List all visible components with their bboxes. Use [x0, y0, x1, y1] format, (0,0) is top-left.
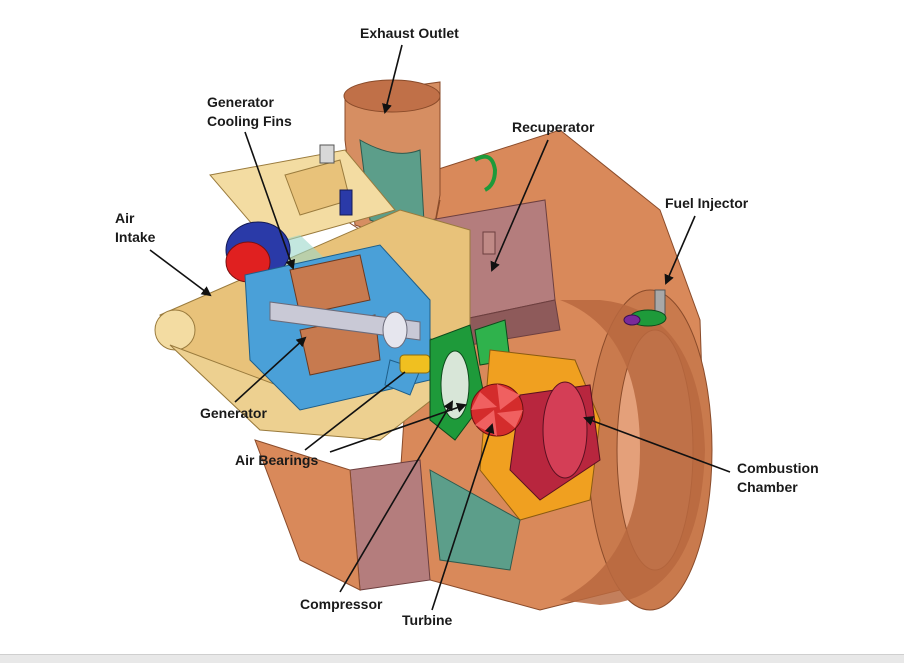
fuel-injector-part	[623, 289, 667, 327]
compressor-arrow	[339, 400, 454, 593]
combustion-chamber-label-line1: Combustion	[737, 460, 819, 476]
air-intake-arrow	[149, 249, 212, 297]
air-bearings-line-2	[329, 402, 467, 453]
exhaust-outlet-arrow	[382, 44, 403, 114]
air-intake-label-line2: Intake	[115, 229, 156, 245]
air-intake-label-line1: Air	[115, 210, 135, 226]
recuperator-label: Recuperator	[512, 119, 595, 135]
turbine-wheel	[470, 383, 524, 437]
generator-arrow	[234, 336, 307, 403]
combustion-chamber-label-line2: Chamber	[737, 479, 798, 495]
top-mounting-bracket	[284, 144, 498, 216]
air-bearings-label: Air Bearings	[235, 452, 319, 468]
combustion-chamber-arrow	[583, 416, 731, 473]
turbine-label: Turbine	[402, 612, 453, 628]
turbine-arrow	[431, 423, 495, 611]
fuel-injector-label: Fuel Injector	[665, 195, 749, 211]
leader-arrows	[149, 44, 731, 611]
bottom-border-band	[0, 654, 904, 663]
recuperator-arrow	[490, 139, 549, 272]
cooling-fins-arrow	[244, 131, 296, 270]
generator-cooling-fins-label-line1: Generator	[207, 94, 274, 110]
generator-assembly	[244, 244, 431, 411]
generator-label: Generator	[200, 405, 267, 421]
air-bearings-line-1	[304, 371, 406, 451]
exhaust-outlet-label: Exhaust Outlet	[360, 25, 459, 41]
compressor-label: Compressor	[300, 596, 383, 612]
generator-cooling-fins-label-line2: Cooling Fins	[207, 113, 292, 129]
fuel-injector-arrow	[664, 215, 696, 285]
